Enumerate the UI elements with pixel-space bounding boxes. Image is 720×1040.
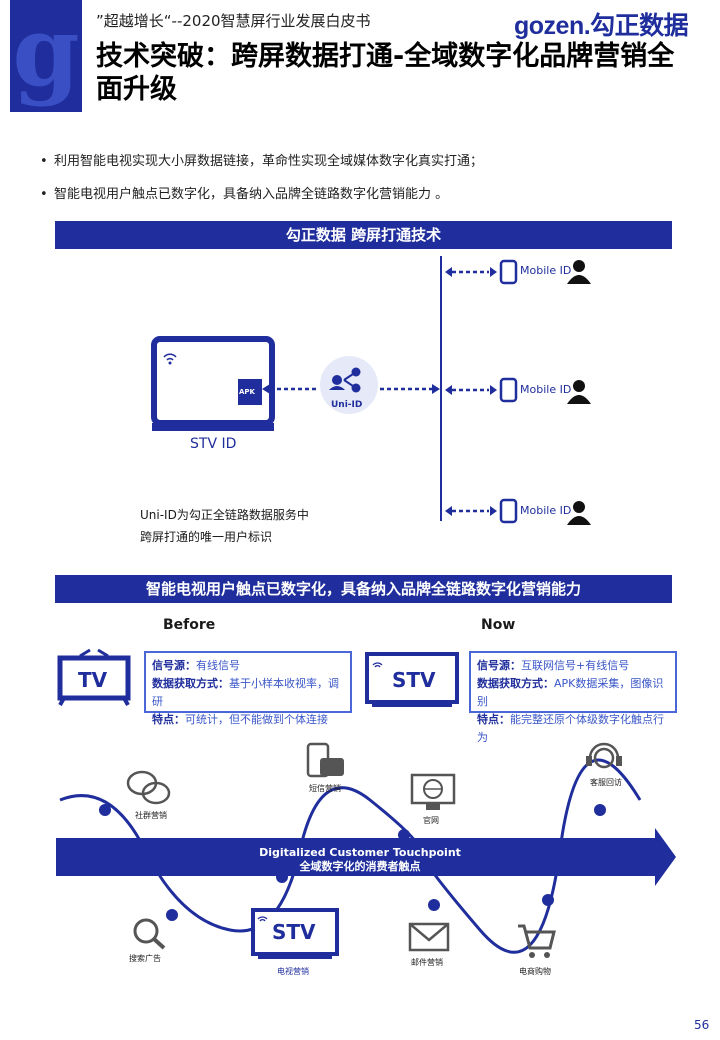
mobile-id-label-1: Mobile ID <box>520 264 572 277</box>
shopping-cart-icon <box>518 924 556 958</box>
vertical-connector-line <box>440 256 442 521</box>
before-row-1: 信号源：有线信号 <box>152 659 240 672</box>
before-row-2: 数据获取方式：基于小样本收视率，调研 <box>152 677 339 708</box>
logo-block <box>10 0 82 112</box>
now-row-2: 数据获取方式：APK数据采集，图像识别 <box>477 677 664 708</box>
before-info-box: 信号源：有线信号 数据获取方式：基于小样本收视率，调研 特点：可统计，但不能做到… <box>144 651 352 726</box>
label-search: 搜索广告 <box>129 954 161 963</box>
label-callback: 客服回访 <box>590 778 622 787</box>
bullet-1: •利用智能电视实现大小屏数据链接，革命性实现全域媒体数字化真实打通； <box>40 154 484 169</box>
now-row-1: 信号源：互联网信号+有线信号 <box>477 659 630 672</box>
smart-tv-icon <box>251 908 339 959</box>
stv-screen-icon <box>365 652 459 707</box>
label-sms: 短信营销 <box>309 784 341 793</box>
logo-letter: g <box>12 0 80 108</box>
before-row-3: 特点：可统计，但不能做到个体连接 <box>152 713 328 726</box>
now-label: Now <box>481 617 516 633</box>
label-email: 邮件营销 <box>411 958 443 967</box>
page-number: 56 <box>694 1018 710 1032</box>
label-ecommerce: 电商购物 <box>519 967 551 976</box>
now-row-3: 特点：能完整还原个体级数字化触点行为 <box>477 713 664 744</box>
website-icon <box>410 773 456 810</box>
label-web: 官网 <box>423 816 439 825</box>
stv-id-label: STV ID <box>190 436 237 452</box>
tv-uniid-arrow <box>262 384 318 394</box>
old-tv-icon <box>57 648 131 706</box>
section2-banner: 智能电视用户触点已数字化，具备纳入品牌全链路数字化营销能力 <box>55 575 672 603</box>
mobile-row-3 <box>445 498 591 525</box>
wechat-icon <box>126 770 171 805</box>
section1-banner: 勾正数据 跨屏打通技术 <box>55 221 672 249</box>
uniid-note-line2: 跨屏打通的唯一用户标识 <box>140 530 273 544</box>
before-label: Before <box>163 617 216 633</box>
mobile-row-2 <box>445 377 591 404</box>
uniid-note-line1: Uni-ID为勾正全链路数据服务中 <box>140 508 309 522</box>
mobile-id-label-3: Mobile ID <box>520 504 572 517</box>
now-info-box: 信号源：互联网信号+有线信号 数据获取方式：APK数据采集，图像识别 特点：能完… <box>469 651 677 744</box>
sms-icon <box>306 742 344 778</box>
bullet-2: •智能电视用户触点已数字化，具备纳入品牌全链路数字化营销能力 。 <box>40 187 449 202</box>
uniid-line-arrow <box>380 384 440 394</box>
customer-service-icon <box>586 742 622 769</box>
label-social: 社群营销 <box>135 811 167 820</box>
mobile-row-1 <box>445 259 591 285</box>
page-title: 技术突破：跨屏数据打通-全域数字化品牌营销全面升级 <box>96 41 675 105</box>
mobile-id-label-2: Mobile ID <box>520 383 572 396</box>
tv-monitor-icon <box>151 336 275 431</box>
apk-label: APK <box>239 388 255 396</box>
stv-text: STV <box>392 668 436 692</box>
touchpoint-arrow-text: Digitalized Customer Touchpoint 全域数字化的消费… <box>259 846 461 873</box>
brand-logo: gozen.勾正数据 <box>514 12 689 40</box>
search-icon <box>133 918 166 950</box>
uniid-icon <box>320 356 378 414</box>
smart-tv-text: STV <box>272 920 316 944</box>
tv-text: TV <box>78 668 108 692</box>
uniid-label: Uni-ID <box>331 400 363 410</box>
label-tv: 电视营销 <box>277 967 309 976</box>
touchpoint-wave <box>56 758 676 954</box>
report-subtitle: ”超越增长“--2020智慧屏行业发展白皮书 <box>96 12 371 30</box>
email-icon <box>408 922 450 952</box>
